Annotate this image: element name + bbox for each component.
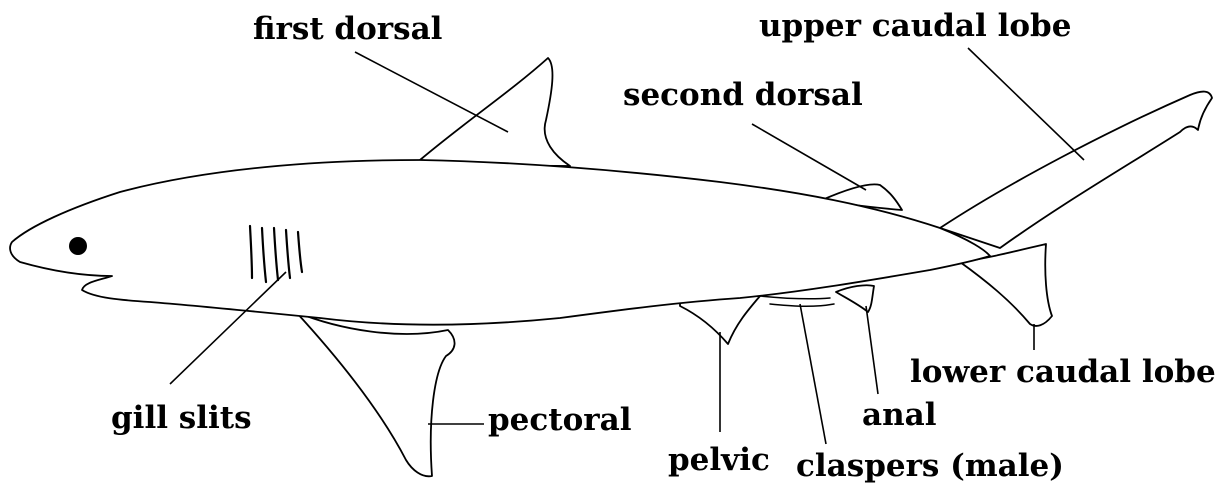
first-dorsal-fin (420, 58, 570, 166)
label-first-dorsal: first dorsal (253, 11, 442, 47)
label-lower-caudal-lobe: lower caudal lobe (910, 354, 1216, 390)
label-pectoral: pectoral (488, 402, 631, 438)
shark-body (10, 160, 990, 325)
clasper (760, 296, 834, 306)
anal-fin (836, 285, 874, 312)
eye (69, 237, 87, 255)
leader-claspers (800, 304, 826, 444)
label-claspers: claspers (male) (796, 448, 1064, 484)
label-upper-caudal-lobe: upper caudal lobe (759, 8, 1071, 44)
pectoral-fin (296, 312, 455, 476)
label-pelvic: pelvic (668, 442, 770, 478)
leader-upper-caudal (968, 48, 1084, 160)
label-gill-slits: gill slits (111, 400, 252, 436)
upper-caudal-lobe-fin (940, 92, 1212, 248)
label-second-dorsal: second dorsal (623, 77, 863, 113)
leader-first-dorsal (355, 52, 508, 132)
leader-second-dorsal (752, 124, 866, 190)
leader-anal (866, 306, 878, 394)
label-anal: anal (862, 397, 937, 433)
